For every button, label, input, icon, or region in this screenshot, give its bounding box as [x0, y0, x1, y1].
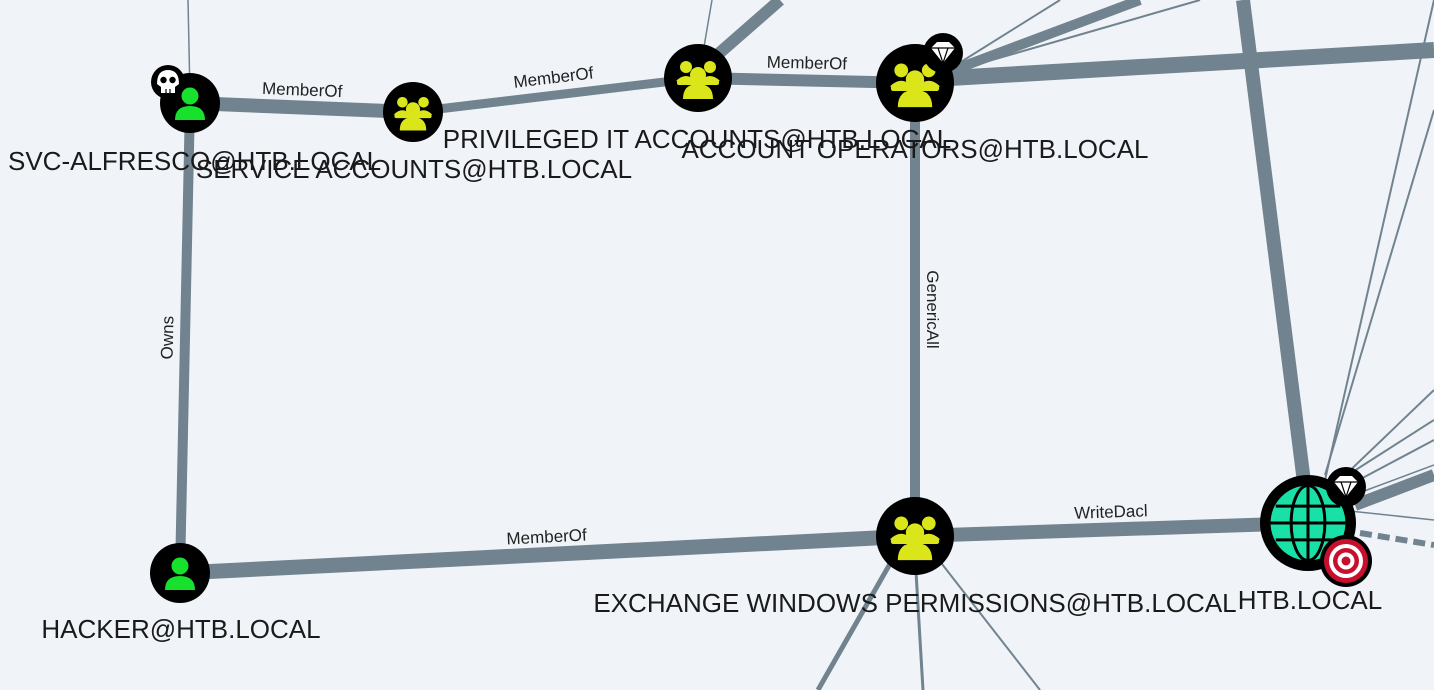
user-icon [165, 557, 195, 590]
diamond-icon [1326, 467, 1366, 507]
diamond-icon [923, 33, 963, 73]
edge-label: Owns [158, 316, 178, 360]
edge-line[interactable] [189, 96, 414, 119]
edge-svc_alfresco-to-hacker[interactable]: Owns [158, 102, 195, 574]
globe-icon [1270, 484, 1346, 562]
edge-label: MemberOf [767, 53, 848, 74]
node-hacker[interactable]: HACKER@HTB.LOCAL [41, 543, 321, 644]
skull-icon [151, 65, 185, 99]
group-icon [393, 97, 433, 131]
node-label: HACKER@HTB.LOCAL [41, 614, 320, 644]
group-icon [676, 61, 720, 99]
edge-account_operators-to-exchange_windows_permissions[interactable]: GenericAll [910, 83, 942, 536]
node-label: PRIVILEGED IT ACCOUNTS@HTB.LOCAL [443, 124, 951, 154]
user-icon [175, 87, 205, 120]
node-label: SERVICE ACCOUNTS@HTB.LOCAL [196, 154, 632, 184]
edge-label: MemberOf [262, 79, 343, 101]
group-icon [889, 516, 941, 561]
edge-line[interactable] [179, 528, 916, 581]
node-label: HTB.LOCAL [1238, 585, 1383, 615]
edge-label: WriteDacl [1074, 501, 1148, 522]
edge-line[interactable] [175, 102, 195, 574]
node-account-operators[interactable]: ACCOUNT OPERATORS@HTB.LOCAL [681, 33, 1149, 164]
edge-hacker-to-exchange_windows_permissions[interactable]: MemberOf [179, 526, 916, 581]
edge-line[interactable] [412, 73, 699, 117]
node-label: ACCOUNT OPERATORS@HTB.LOCAL [681, 134, 1148, 164]
node-privileged-it[interactable]: PRIVILEGED IT ACCOUNTS@HTB.LOCAL [443, 44, 951, 154]
edge-exchange_windows_permissions-to-htb_local[interactable]: WriteDacl [914, 501, 1309, 543]
node-label: EXCHANGE WINDOWS PERMISSIONS@HTB.LOCAL [593, 588, 1236, 618]
node-service-accounts[interactable]: SERVICE ACCOUNTS@HTB.LOCAL [196, 82, 632, 184]
edge-line[interactable] [914, 516, 1309, 543]
target-icon [1320, 535, 1372, 587]
edge-svc_alfresco-to-service_accounts[interactable]: MemberOf [189, 79, 414, 119]
edge-label: GenericAll [923, 270, 942, 348]
node-exchange-windows-permissions[interactable]: EXCHANGE WINDOWS PERMISSIONS@HTB.LOCAL [593, 497, 1237, 618]
edge-service_accounts-to-privileged_it[interactable]: MemberOf [412, 63, 699, 117]
node-htb-local[interactable]: HTB.LOCAL [1238, 467, 1383, 615]
node-svc-alfresco[interactable]: SVC-ALFRESCO@HTB.LOCAL [8, 65, 381, 176]
node-label: SVC-ALFRESCO@HTB.LOCAL [8, 146, 381, 176]
edge-label: MemberOf [506, 526, 587, 549]
